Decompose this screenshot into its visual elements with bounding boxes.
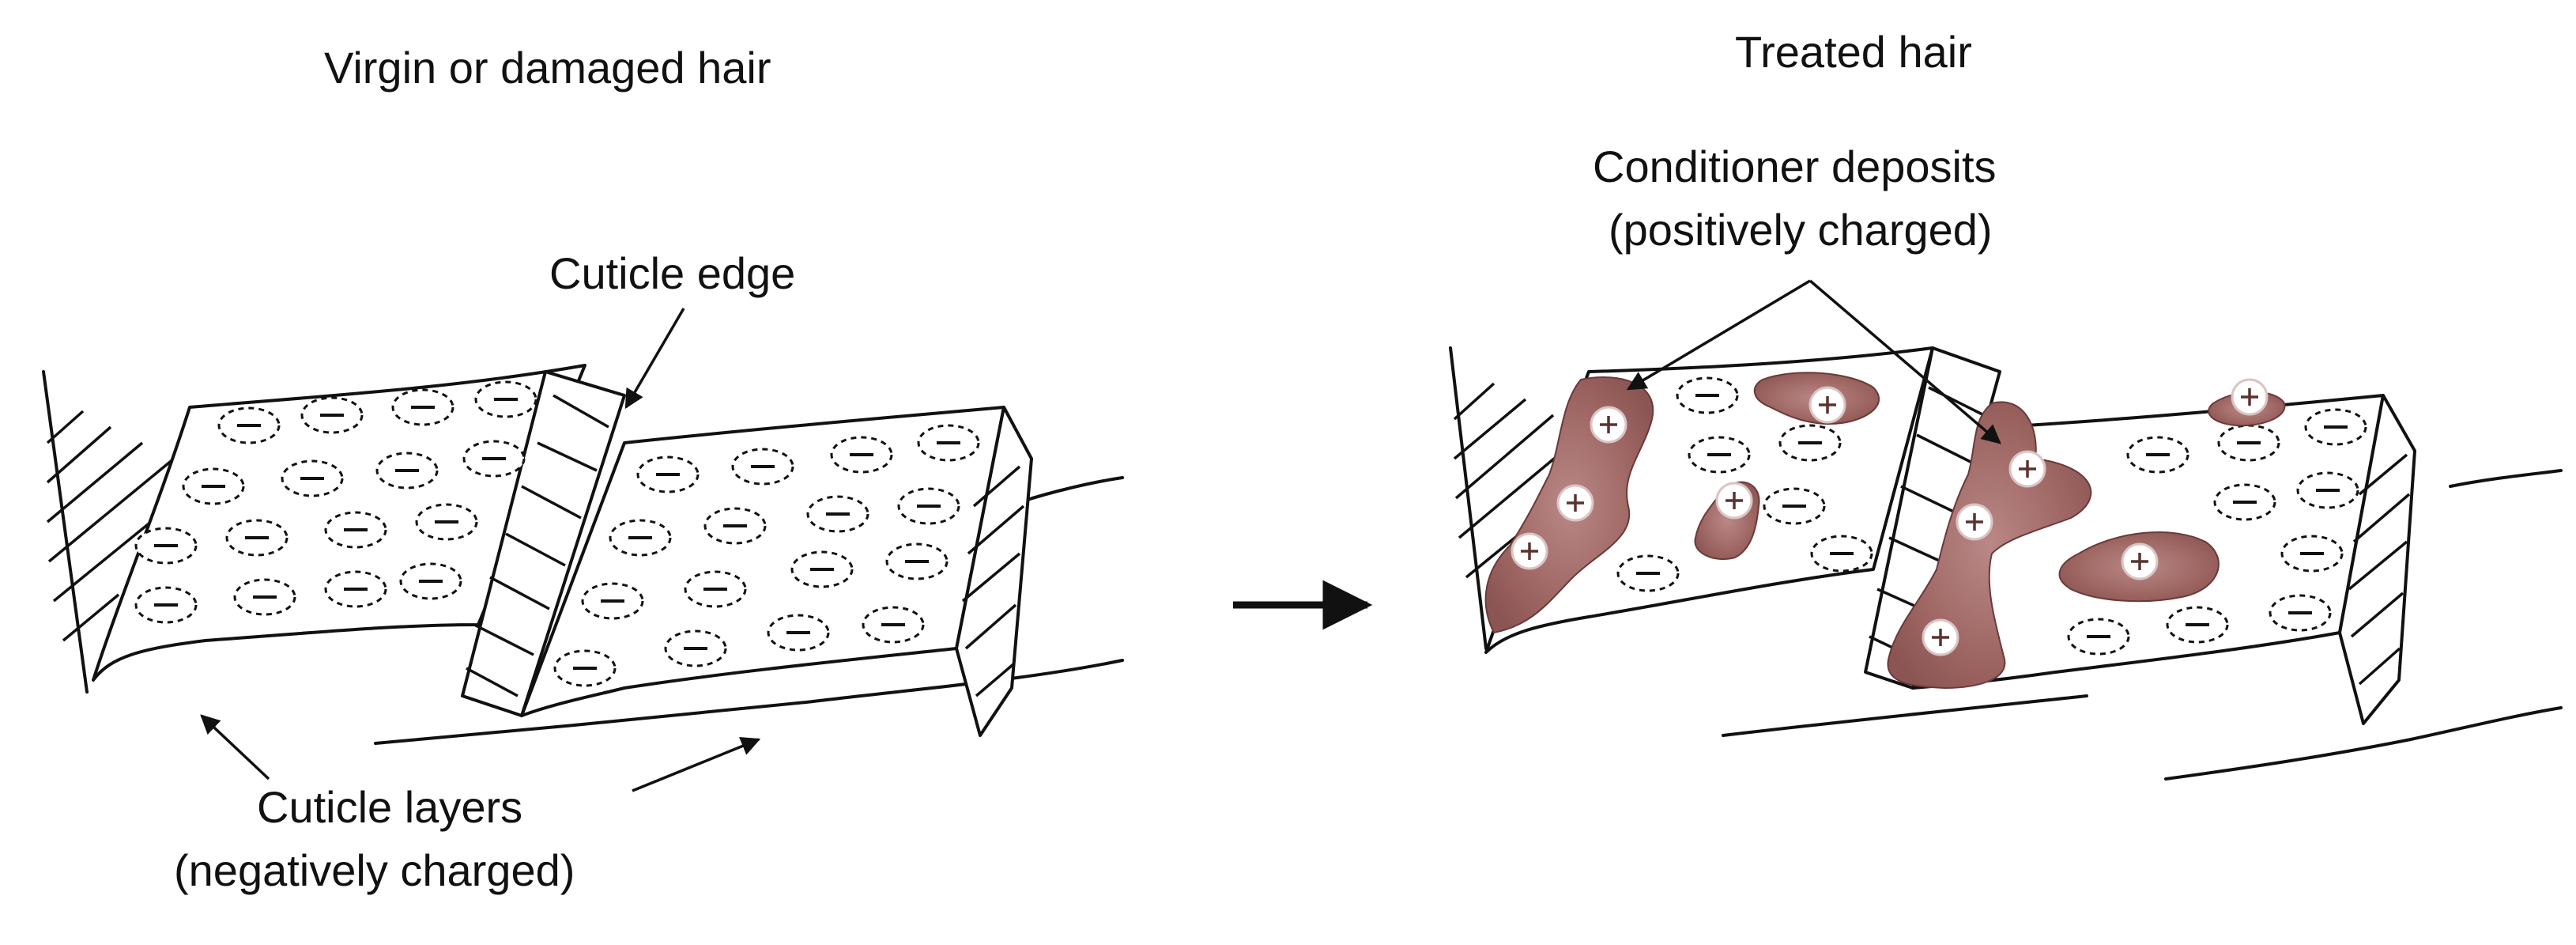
conditioner-label-line2: (positively charged) [1609, 205, 1993, 255]
right-fibre-line-top [2449, 469, 2563, 488]
left-title: Virgin or damaged hair [324, 43, 771, 93]
right-title: Treated hair [1735, 27, 1972, 77]
positive-charges [1511, 378, 2269, 656]
left-fibre-line-top [1018, 476, 1124, 504]
conditioner-pointer-right [1808, 279, 2001, 444]
right-fibre-line-mid [1722, 694, 2088, 737]
right-hair-panel: Conditioner deposits (positively charged… [1449, 142, 2563, 781]
right-fibre-line-lower [2164, 706, 2563, 781]
right-tip-hatch [2338, 394, 2416, 725]
cuticle-layers-label-line1: Cuticle layers [257, 782, 522, 832]
left-tip-hatch-lines [961, 465, 1025, 697]
conditioner-pointer-left [1626, 279, 1811, 391]
cuticle-layers-pointer-right [632, 736, 761, 792]
left-tip-hatch [955, 406, 1033, 737]
conditioner-label-line1: Conditioner deposits [1593, 142, 1997, 191]
cuticle-layers-label-line2: (negatively charged) [174, 845, 575, 895]
cuticle-layers-pointer-left [200, 714, 270, 781]
cuticle-edge-label: Cuticle edge [549, 248, 795, 298]
left-root-hatch [42, 370, 191, 694]
left-hair-panel: Cuticle edge Cuticle layers (negatively … [42, 248, 1124, 895]
negative-charges-scale-2 [553, 424, 980, 687]
cuticle-edge-hatch-lines [466, 394, 609, 697]
right-tip-hatch-lines [2348, 453, 2411, 686]
cuticle-edge-pointer [624, 308, 685, 410]
left-fibre-line-lower [374, 659, 1124, 745]
remaining-negative-charges [1616, 376, 2367, 656]
negative-charges-scale-1 [134, 380, 537, 624]
